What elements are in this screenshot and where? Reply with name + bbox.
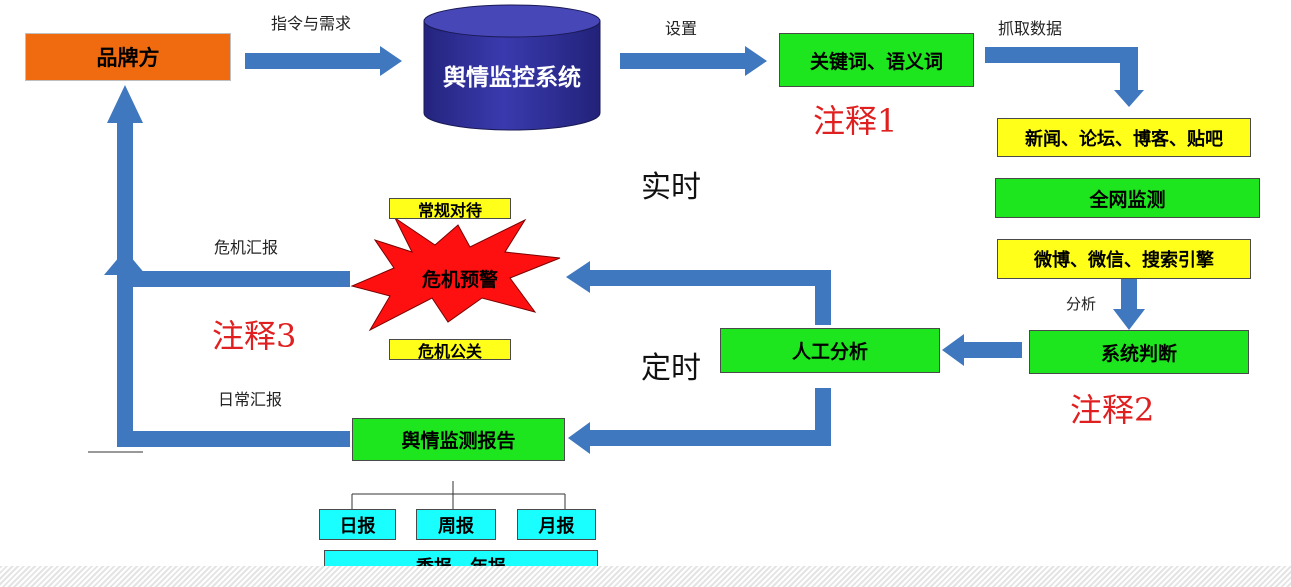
timing-scheduled: 定时 [641,351,701,386]
crisis-alert-label: 危机预警 [421,269,498,291]
label-fetch: 抓取数据 [998,19,1063,38]
footer-hatch-band [0,566,1291,587]
note-2: 注释2 [1070,391,1155,429]
arrow-system-to-keywords [620,46,767,76]
sources-bottom-box: 微博、微信、搜索引擎 [997,239,1251,279]
brand-box: 品牌方 [25,33,231,81]
system-label: 舆情监控系统 [443,65,581,91]
report-box: 舆情监测报告 [352,418,565,461]
timing-realtime: 实时 [641,170,701,205]
arrow-analysis-to-crisis [566,261,831,325]
system-cylinder [423,4,601,131]
arrow-sources-to-judge [1113,279,1145,330]
arrow-crisis-report [126,271,350,287]
crisis-pr-box: 危机公关 [389,339,511,361]
daily-box: 日报 [319,509,396,540]
crisis-burst [350,216,561,332]
report-branch-lines [351,481,566,510]
note-3: 注释3 [212,317,297,355]
label-daily-report: 日常汇报 [218,390,283,409]
monthly-box: 月报 [517,509,596,540]
sources-top-box: 新闻、论坛、博客、贴吧 [997,118,1251,157]
arrow-analysis-to-report [568,388,831,454]
routine-handling-box: 常规对待 [389,198,511,220]
system-judge-box: 系统判断 [1029,330,1249,374]
arrow-up-secondary-head [104,250,146,275]
manual-analysis-box: 人工分析 [720,328,940,373]
arrow-brand-to-system [245,46,402,76]
arrow-daily-report [117,431,350,447]
label-instructions: 指令与需求 [271,14,352,33]
label-setup: 设置 [665,19,698,38]
note-1: 注释1 [813,102,898,140]
arrow-judge-to-analysis [942,334,1022,366]
label-analyze: 分析 [1066,295,1097,313]
keywords-box: 关键词、语义词 [779,33,974,87]
arrow-keywords-to-sources [985,47,1144,107]
network-monitor-box: 全网监测 [995,178,1260,218]
weekly-box: 周报 [416,509,496,540]
label-crisis-report: 危机汇报 [214,238,279,257]
